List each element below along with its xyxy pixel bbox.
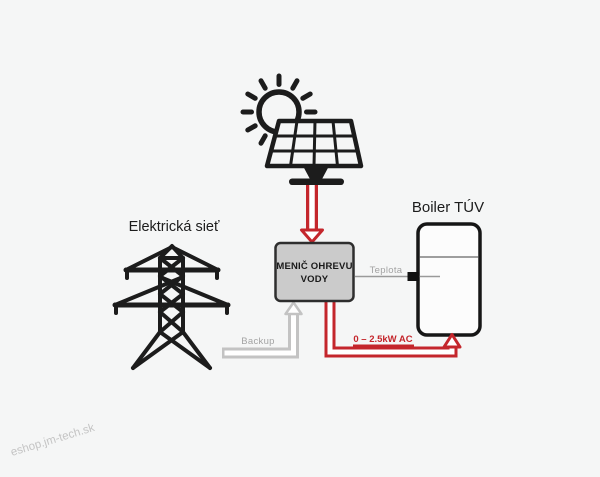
boiler-tank-icon: [416, 222, 482, 337]
boiler-label: Boiler TÚV: [412, 199, 484, 216]
converter-label-line1: MENIČ OHREVU: [276, 260, 352, 272]
power-rating-text: 0 – 2.5kW AC: [353, 334, 412, 345]
backup-pipe: [222, 301, 303, 359]
ac-pipe-arrowhead: [442, 333, 462, 349]
converter-label-line2: VODY: [301, 274, 329, 285]
watermark-text: eshop.jm-tech.sk: [9, 422, 96, 459]
temperature-sensor-line: [355, 272, 440, 281]
grid-label: Elektrická sieť: [129, 219, 220, 235]
power-rating-label: 0 – 2.5kW AC: [353, 334, 414, 347]
panel-stand: [289, 166, 344, 185]
power-tower-icon: [112, 244, 231, 370]
dc-power-arrow: [300, 183, 324, 244]
backup-label: Backup: [241, 336, 275, 347]
converter-box: MENIČ OHREVU VODY: [274, 241, 355, 303]
solar-panel-icon: [264, 118, 364, 169]
sensor-connector: [407, 272, 420, 281]
temperature-label: Teplota: [370, 265, 403, 276]
